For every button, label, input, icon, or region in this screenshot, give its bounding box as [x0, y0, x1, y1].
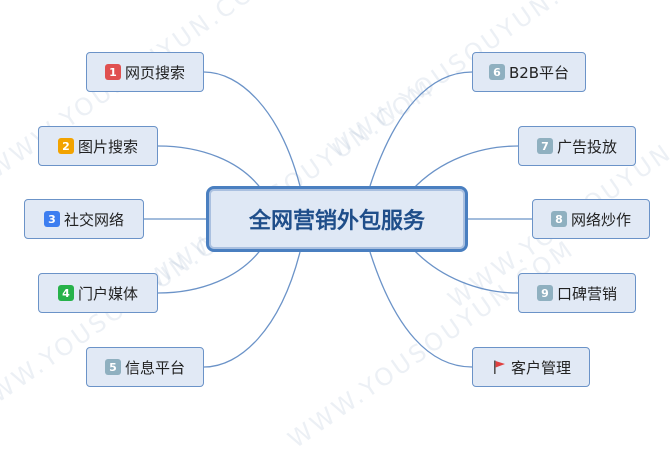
- branch-ad-placement[interactable]: 7 广告投放: [518, 126, 636, 166]
- connector-lines: [144, 71, 532, 368]
- branch-label: 网络炒作: [570, 210, 631, 229]
- branch-info-platform[interactable]: 5 信息平台: [86, 347, 204, 387]
- number-badge-icon: 1: [104, 64, 121, 80]
- connector-line: [411, 145, 519, 191]
- branch-label: 网页搜索: [124, 63, 185, 82]
- number-badge-icon: 5: [104, 359, 121, 375]
- connector-line: [411, 247, 519, 294]
- branch-label: 广告投放: [556, 137, 617, 156]
- branch-web-search[interactable]: 1 网页搜索: [86, 52, 204, 92]
- connector-line: [203, 71, 301, 187]
- branch-label: 门户媒体: [77, 284, 138, 303]
- number-badge-icon: 3: [43, 211, 60, 227]
- number-badge-icon: 2: [57, 138, 74, 154]
- number-badge-icon: 4: [57, 285, 74, 301]
- branch-b2b-platform[interactable]: 6 B2B平台: [472, 52, 586, 92]
- connector-line: [369, 251, 473, 368]
- branch-social-network[interactable]: 3 社交网络: [24, 199, 144, 239]
- branch-label: 口碑营销: [556, 284, 617, 303]
- connector-line: [157, 247, 263, 294]
- branch-label: 图片搜索: [77, 137, 138, 156]
- number-badge-icon: 9: [536, 285, 553, 301]
- center-topic[interactable]: 全网营销外包服务: [206, 186, 468, 252]
- number-badge-icon: 8: [550, 211, 567, 227]
- connector-line: [203, 251, 301, 368]
- number-badge-icon: 7: [536, 138, 553, 154]
- branch-label: 信息平台: [124, 358, 185, 377]
- branch-online-hype[interactable]: 8 网络炒作: [532, 199, 650, 239]
- branch-image-search[interactable]: 2 图片搜索: [38, 126, 158, 166]
- branch-label: 社交网络: [63, 210, 124, 229]
- branch-customer-management[interactable]: 客户管理: [472, 347, 590, 387]
- branch-portal-media[interactable]: 4 门户媒体: [38, 273, 158, 313]
- connector-line: [369, 71, 473, 187]
- flag-icon: [493, 360, 505, 374]
- connector-line: [157, 145, 263, 191]
- branch-label: B2B平台: [508, 63, 570, 82]
- number-badge-icon: 6: [488, 64, 505, 80]
- center-topic-label: 全网营销外包服务: [248, 209, 425, 234]
- branch-word-of-mouth[interactable]: 9 口碑营销: [518, 273, 636, 313]
- branch-label: 客户管理: [510, 358, 571, 377]
